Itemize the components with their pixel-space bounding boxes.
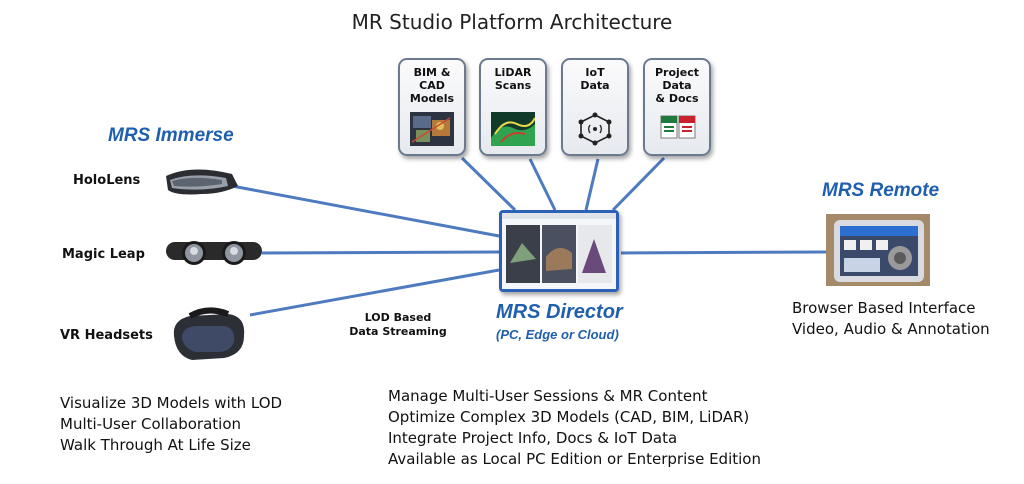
device-label-hololens: HoloLens <box>73 173 141 188</box>
source-label-bim: BIM & CAD Models <box>409 66 455 105</box>
cad-model-icon <box>410 112 454 146</box>
streaming-label-line: Data Streaming <box>349 325 447 338</box>
lidar-terrain-icon <box>491 112 535 146</box>
connector-remote <box>620 250 827 255</box>
remote-feature: Browser Based Interface <box>792 299 976 317</box>
director-screen <box>499 210 619 292</box>
director-feature-list: Manage Multi-User Sessions & MR Content … <box>388 386 761 470</box>
immerse-feature: Walk Through At Life Size <box>60 436 251 454</box>
connector-hololens <box>231 184 500 238</box>
director-feature: Available as Local PC Edition or Enterpr… <box>388 450 761 468</box>
director-app-screenshot <box>502 213 616 289</box>
iot-network-icon <box>578 112 612 146</box>
director-feature: Integrate Project Info, Docs & IoT Data <box>388 429 678 447</box>
connector-lidar <box>528 158 557 211</box>
connector-docs <box>611 156 666 212</box>
director-subheading: (PC, Edge or Cloud) <box>496 327 619 342</box>
immerse-feature: Visualize 3D Models with LOD <box>60 394 283 412</box>
device-label-magic-leap: Magic Leap <box>62 247 145 262</box>
document-files-icon <box>660 115 696 139</box>
streaming-label-line: LOD Based <box>364 311 432 324</box>
remote-feature-list: Browser Based Interface Video, Audio & A… <box>792 298 990 340</box>
hololens-icon <box>166 169 238 195</box>
connector-vr <box>249 268 500 317</box>
streaming-label: LOD Based Data Streaming <box>348 311 448 339</box>
immerse-feature-list: Visualize 3D Models with LOD Multi-User … <box>60 393 282 456</box>
source-box-docs: Project Data & Docs <box>643 58 711 156</box>
magic-leap-icon <box>166 241 262 265</box>
device-label-vr: VR Headsets <box>60 328 153 343</box>
source-label-docs: Project Data & Docs <box>654 66 700 105</box>
tablet-icon <box>826 214 930 286</box>
source-label-lidar: LiDAR Scans <box>494 66 532 92</box>
connector-iot <box>584 158 600 211</box>
page-title: MR Studio Platform Architecture <box>351 10 673 34</box>
remote-heading: MRS Remote <box>822 180 940 201</box>
director-feature: Optimize Complex 3D Models (CAD, BIM, Li… <box>388 408 750 426</box>
connector-magic-leap <box>261 250 500 255</box>
director-heading: MRS Director <box>496 301 623 323</box>
source-box-lidar: LiDAR Scans <box>479 58 547 156</box>
director-feature: Manage Multi-User Sessions & MR Content <box>388 387 708 405</box>
immerse-feature: Multi-User Collaboration <box>60 415 242 433</box>
source-box-iot: IoT Data <box>561 58 629 156</box>
remote-feature: Video, Audio & Annotation <box>792 320 990 338</box>
connector-bim <box>460 156 517 212</box>
immerse-heading: MRS Immerse <box>108 125 234 146</box>
vr-headset-icon <box>173 307 245 360</box>
source-label-iot: IoT Data <box>580 66 610 92</box>
source-box-bim: BIM & CAD Models <box>398 58 466 156</box>
